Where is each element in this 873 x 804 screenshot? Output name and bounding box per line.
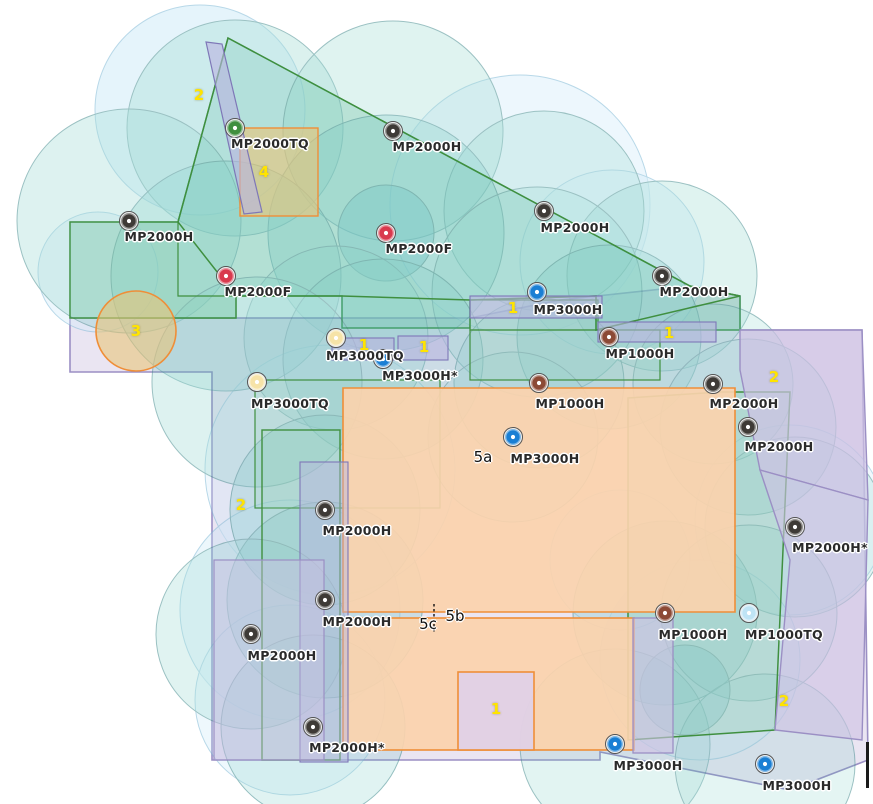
device-marker-d20[interactable] (241, 624, 261, 644)
device-marker-d23[interactable] (303, 717, 323, 737)
device-marker-d21[interactable] (655, 603, 675, 623)
device-marker[interactable] (225, 118, 245, 138)
device-marker[interactable] (755, 754, 775, 774)
device-marker[interactable] (315, 590, 335, 610)
device-marker[interactable] (373, 349, 393, 369)
device-marker-d19[interactable] (315, 590, 335, 610)
device-marker[interactable] (703, 374, 723, 394)
device-marker-d11[interactable] (373, 349, 393, 369)
device-marker[interactable] (241, 624, 261, 644)
device-marker-d01[interactable] (225, 118, 245, 138)
device-marker-d25[interactable] (755, 754, 775, 774)
device-marker[interactable] (534, 201, 554, 221)
device-marker-d17[interactable] (315, 500, 335, 520)
device-marker-d12[interactable] (247, 372, 267, 392)
device-marker-d08[interactable] (527, 282, 547, 302)
device-marker[interactable] (652, 266, 672, 286)
device-marker-d15[interactable] (503, 427, 523, 447)
room-main-orange (342, 387, 736, 613)
device-marker-d03[interactable] (119, 211, 139, 231)
device-marker-d06[interactable] (216, 266, 236, 286)
zone-3-circle (95, 290, 177, 372)
device-marker[interactable] (605, 734, 625, 754)
device-marker-d13[interactable] (529, 373, 549, 393)
device-marker[interactable] (216, 266, 236, 286)
device-marker-d22[interactable] (739, 603, 759, 623)
device-marker[interactable] (326, 328, 346, 348)
device-marker-d18[interactable] (785, 517, 805, 537)
device-marker[interactable] (785, 517, 805, 537)
device-marker-d04[interactable] (534, 201, 554, 221)
device-marker[interactable] (529, 373, 549, 393)
device-marker[interactable] (739, 603, 759, 623)
device-marker-d07[interactable] (652, 266, 672, 286)
room-zone-1-lower (457, 671, 535, 751)
device-marker[interactable] (303, 717, 323, 737)
device-marker-d16[interactable] (738, 417, 758, 437)
device-marker[interactable] (503, 427, 523, 447)
device-marker[interactable] (376, 223, 396, 243)
device-markers[interactable] (119, 118, 805, 774)
device-marker[interactable] (119, 211, 139, 231)
device-marker-d05[interactable] (376, 223, 396, 243)
device-marker[interactable] (738, 417, 758, 437)
device-marker-d10[interactable] (326, 328, 346, 348)
device-marker[interactable] (383, 121, 403, 141)
device-marker-d24[interactable] (605, 734, 625, 754)
device-marker[interactable] (315, 500, 335, 520)
device-marker-d09[interactable] (599, 327, 619, 347)
device-marker[interactable] (599, 327, 619, 347)
device-marker[interactable] (655, 603, 675, 623)
device-marker-d02[interactable] (383, 121, 403, 141)
device-marker[interactable] (247, 372, 267, 392)
device-marker[interactable] (527, 282, 547, 302)
right-edge-scale-tick (866, 742, 869, 788)
device-marker-d14[interactable] (703, 374, 723, 394)
